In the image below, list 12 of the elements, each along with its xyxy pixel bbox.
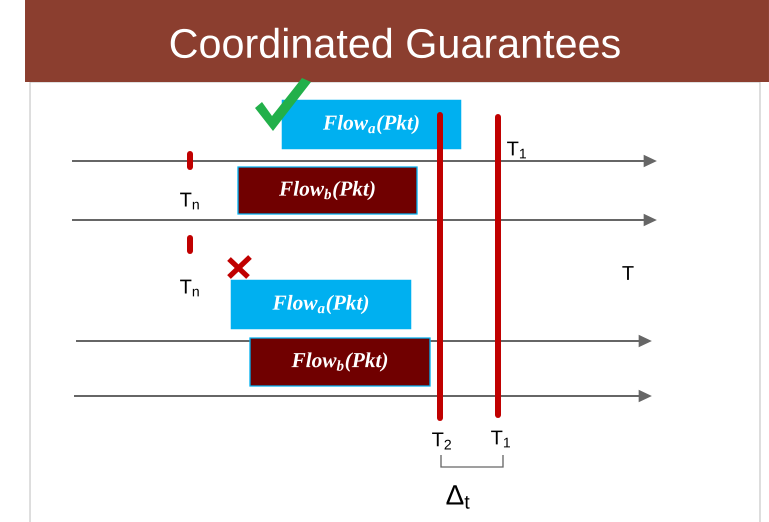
time-label: T$_{n}$ [180,280,199,296]
flow-box: Flow$_{b}$(Pkt) [249,337,431,387]
flow-box: Flow$_{a}$(Pkt) [282,100,462,150]
flow-box: Flow$_{b}$(Pkt) [237,166,418,215]
time-label: T$_{1}$ [491,430,510,448]
time-label: T$_{2}$ [432,432,451,450]
title-band: Coordinated Guarantees [25,0,769,82]
time-label: T$_{n}$ [180,192,199,210]
time-label: Δ$_{t}$ [446,485,470,509]
time-label: T$_{1}$ [507,142,526,158]
time-label: T [622,266,634,280]
flow-box: Flow$_{a}$(Pkt) [230,280,412,330]
